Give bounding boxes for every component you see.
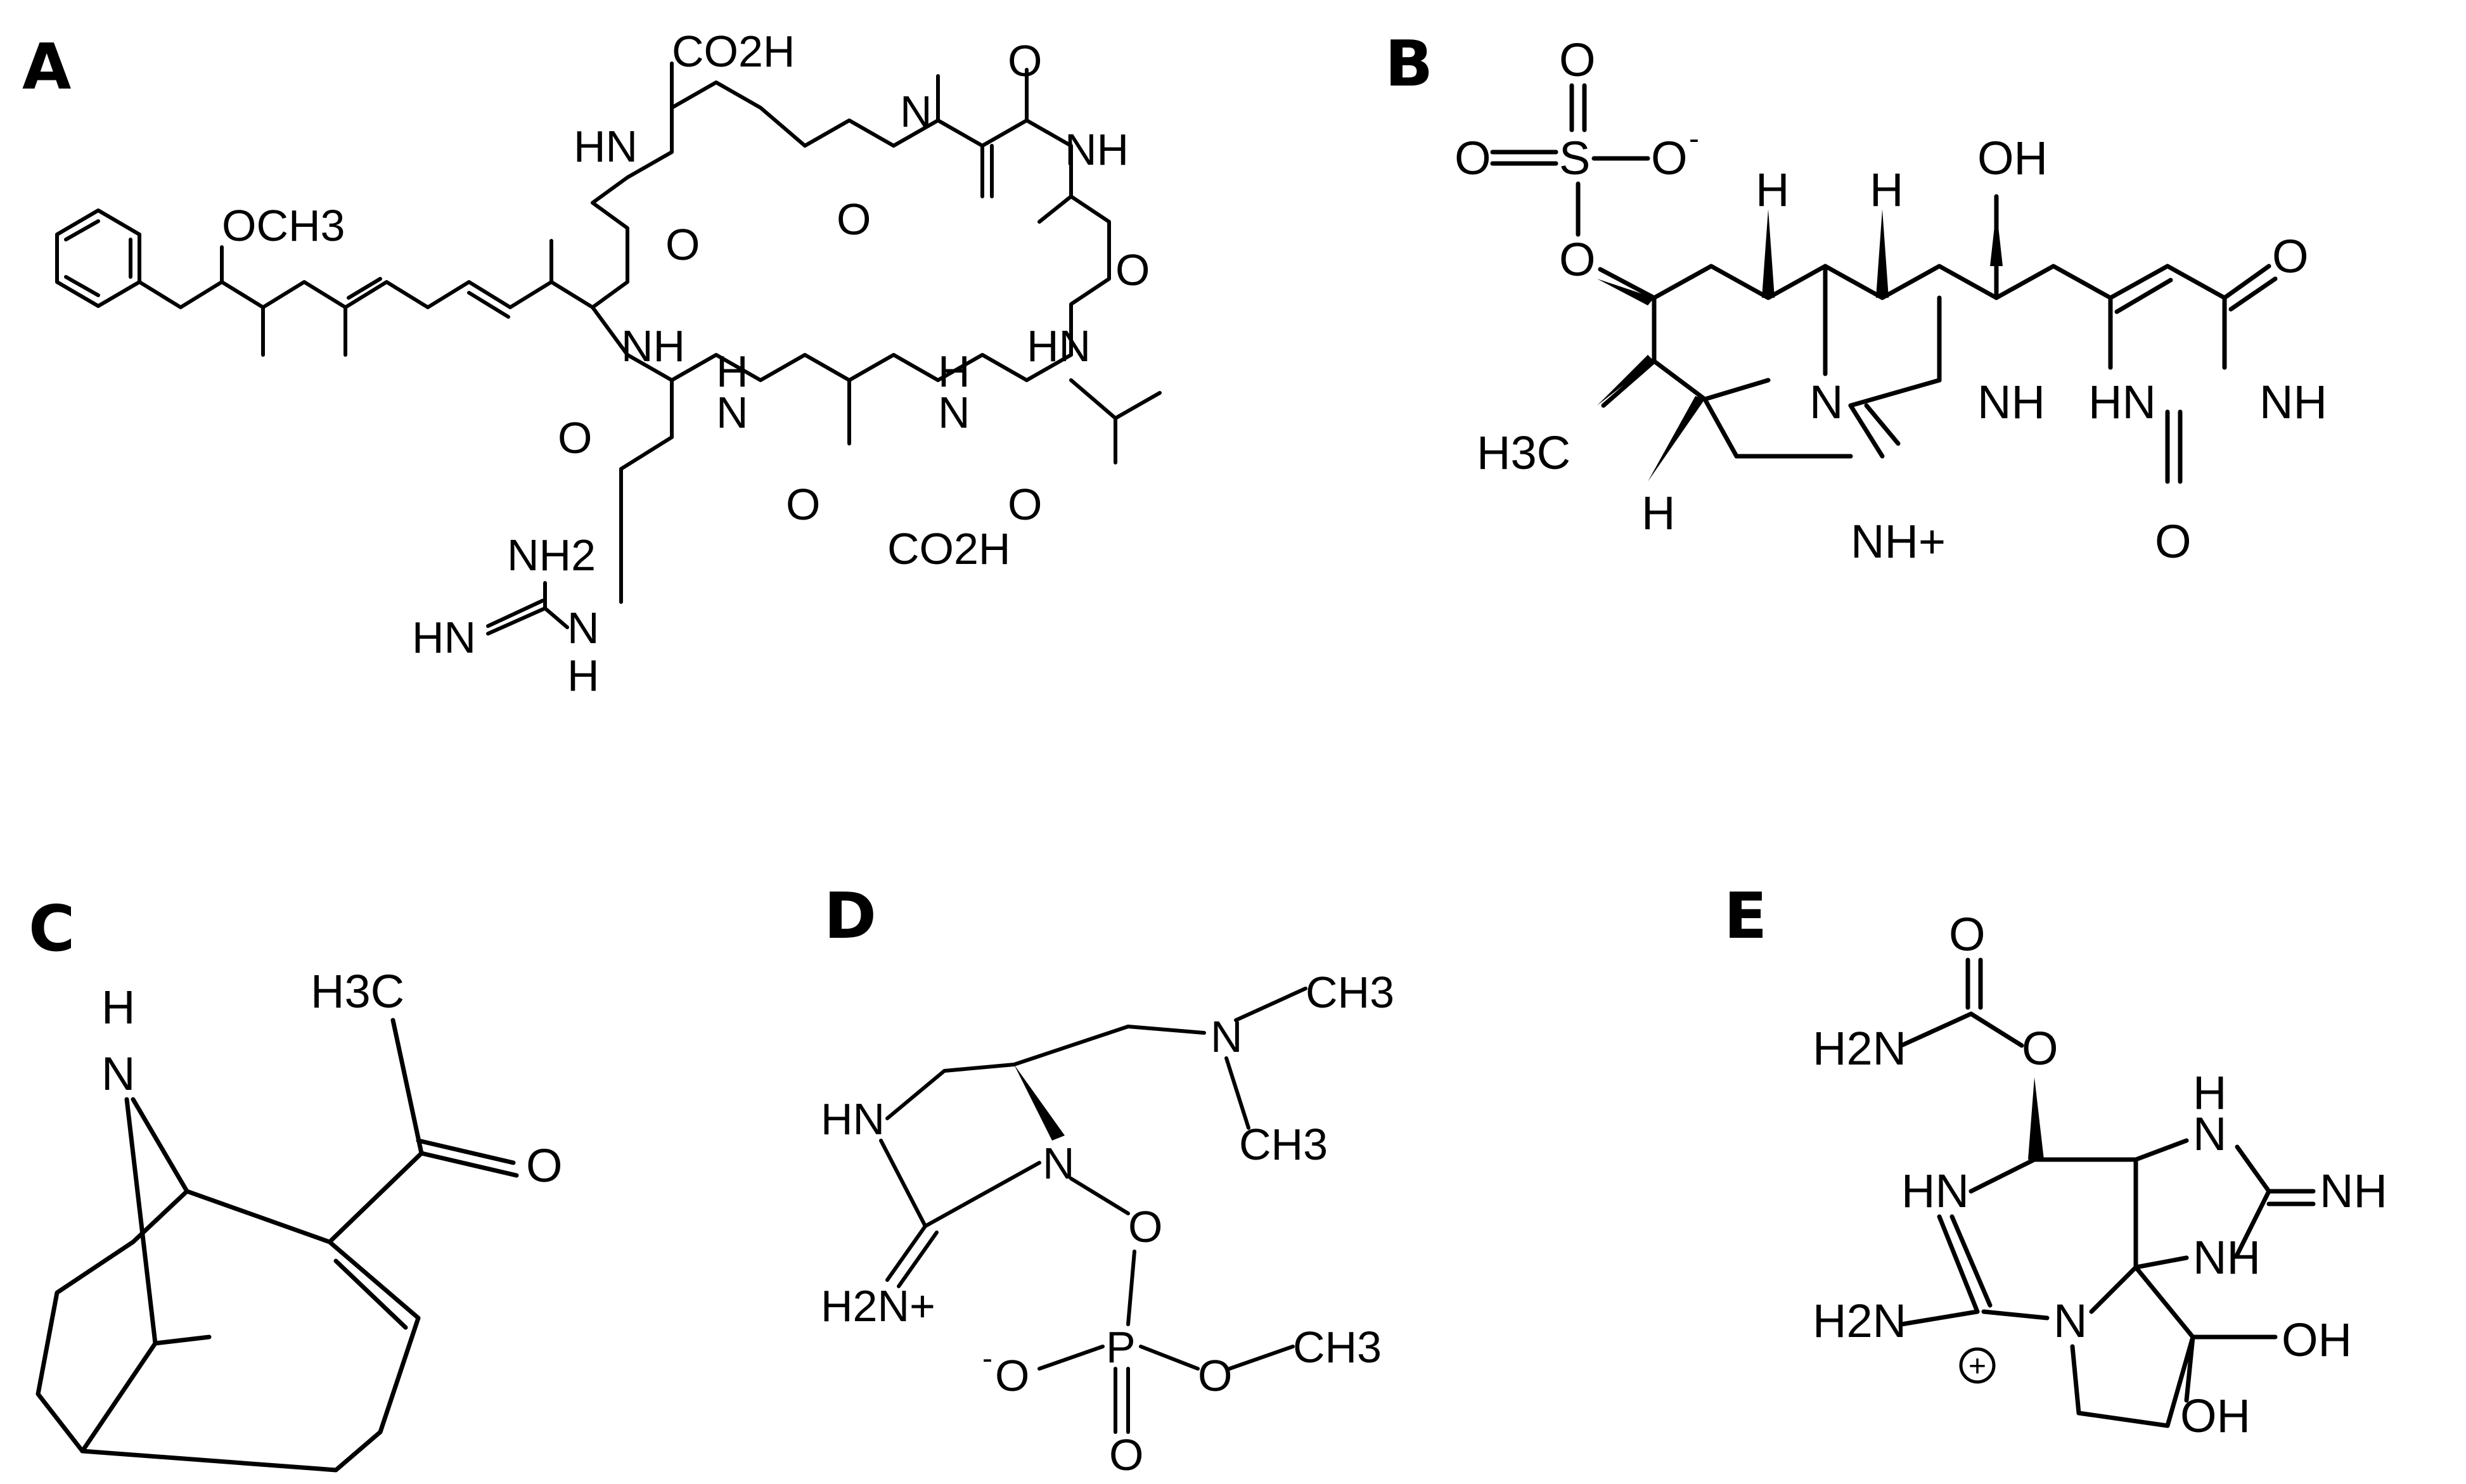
panel-b-h-2: H [1870,163,1903,216]
panel-a-nh-1: NH [1065,125,1129,174]
panel-a-co2h-bottom: CO2H [887,524,1010,573]
panel-e-charge-plus: + [1968,1350,1986,1383]
panel-b-charge-minus: - [1689,122,1699,156]
panel-a-hn-3: HN [412,613,476,662]
panel-a-co2h-top: CO2H [672,27,795,76]
panel-d-p: P [1106,1322,1136,1372]
panel-a-h-1: H [716,347,748,396]
panel-a-o-7: O [1008,480,1042,529]
panel-a-phenyl-ring [55,208,141,308]
panel-a-o-1: O [1008,36,1042,86]
panel-e-h2n-bottom: H2N [1813,1295,1906,1347]
panel-a-o-4: O [1115,245,1150,295]
panel-e-hn: HN [1901,1165,1969,1217]
panel-d-letter: D [824,879,877,953]
panel-a-o-3: O [665,220,700,269]
panel-a-guanidine-bonds [486,518,623,636]
panel-e-bonds [1899,957,2316,1428]
panel-b-oh: OH [1977,132,2048,184]
panel-b-nh-plus: NH+ [1851,515,1946,568]
panel-d-ch3-mid: CH3 [1239,1120,1328,1169]
panel-d-o-1: O [1128,1202,1162,1251]
panel-a-adda-chain [138,239,594,357]
panel-d: D CH3 N CH3 HN N O H2N+ O - P O CH3 O [821,879,1394,1480]
panel-a-n-methyl: N [900,87,932,136]
panel-a-h-3: H [567,651,600,700]
panel-a-hn-1: HN [574,122,638,171]
panel-b-o-s2: O [1455,132,1491,184]
panel-b-o-ester: O [1559,233,1596,286]
panel-b-h-1: H [1756,163,1789,216]
panel-a-o-5: O [558,413,592,463]
panel-e-h-top: H [2193,1066,2226,1119]
panel-c-h3c: H3C [311,965,404,1018]
panel-b-o-s1: O [1559,34,1596,86]
panel-e-nh-2: NH [2193,1231,2261,1284]
panel-d-o-minus: O [995,1351,1029,1400]
panel-e-n-1: N [2193,1108,2226,1160]
panel-e: E O H2N O H N HN NH NH H2N N + OH OH [1724,879,2387,1442]
panel-c-o: O [526,1139,563,1192]
panel-b-h-3: H [1641,487,1675,539]
panel-d-n-ring: N [1043,1139,1075,1188]
panel-c-n: N [101,1047,135,1100]
panel-c-h: H [101,981,135,1033]
panel-d-hn: HN [821,1094,885,1144]
panel-b-o-right: O [2272,230,2309,283]
panel-d-o-2: O [1198,1351,1232,1400]
panel-b-letter: B [1385,27,1433,101]
panel-a-n-3: N [567,603,600,653]
panel-c: C H N H3C O [29,892,563,1473]
panel-b-sulfate-bonds [1490,83,1650,237]
panel-b-o-bottom: O [2155,515,2192,568]
panel-a-nh-2: NH [621,321,685,371]
panel-b-h3c: H3C [1477,426,1570,479]
panel-d-bonds [879,987,1307,1434]
panel-a-o-6: O [786,480,820,529]
panel-b-stereo-wedges [1597,209,2003,482]
panel-e-oh-1: OH [2282,1314,2352,1366]
panel-a-hn-2: HN [1027,321,1091,371]
panel-b-s: S [1559,132,1590,184]
panel-a-n-1: N [716,388,748,437]
panel-e-n-ring: N [2053,1295,2087,1347]
panel-a-n-2: N [938,388,970,437]
panel-e-nh-right: NH [2320,1165,2387,1217]
panel-b: B O O S O - O [1385,27,2327,568]
panel-a-o-2: O [837,195,871,244]
panel-d-charge-minus: - [982,1342,992,1376]
panel-b-ring-bonds [1598,194,2278,484]
panel-c-letter: C [29,892,75,966]
panel-d-h2n-plus: H2N+ [821,1281,935,1331]
panel-e-h2n-top: H2N [1813,1022,1906,1075]
panel-e-o-ester: O [2022,1022,2058,1075]
panel-e-charge-circle [1959,1347,1996,1384]
panel-d-ch3-bottom: CH3 [1293,1322,1382,1372]
panel-e-oh-2: OH [2180,1390,2251,1442]
panel-a-nh2: NH2 [507,530,596,580]
panel-d-o-3: O [1109,1430,1143,1480]
panel-c-bonds [35,1018,519,1473]
panel-b-nh-2: NH [2259,376,2327,428]
panel-b-nh-1: NH [1977,376,2045,428]
panel-b-n-ring: N [1809,376,1843,428]
panel-b-hn: HN [2088,376,2156,428]
panel-d-ch3-top: CH3 [1306,968,1394,1017]
panel-a-h-2: H [938,347,970,396]
panel-a-macrocycle [591,61,1162,521]
panel-a-och3: OCH3 [222,201,345,250]
panel-e-letter: E [1724,879,1767,953]
panel-e-o-top: O [1949,908,1986,961]
panel-a: A OCH3 [22,27,1162,700]
panel-b-o-minus: O [1651,132,1688,184]
panel-a-letter: A [22,30,71,104]
